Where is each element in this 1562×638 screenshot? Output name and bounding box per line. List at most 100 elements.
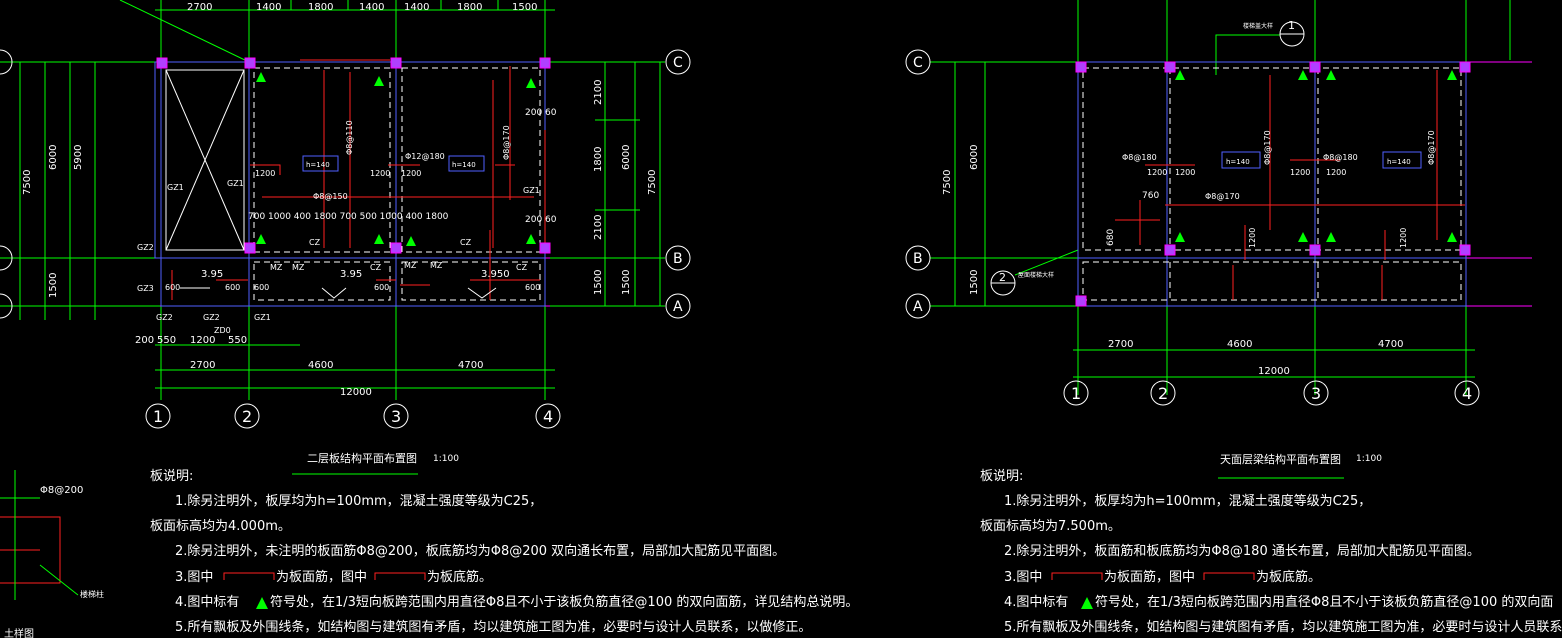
- callout-label: 屋面楼梯大样: [1018, 271, 1054, 279]
- column-label: GZ2: [137, 243, 154, 252]
- dim-small: 550: [157, 335, 176, 346]
- detail-label: 楼梯柱: [80, 589, 104, 599]
- callout-label: 楼梯盖大样: [1243, 22, 1273, 30]
- left-plan-text: 2700 1400 1800 1400 1400 1800 1500 2700 …: [4, 2, 683, 638]
- dim-label: 600: [374, 283, 389, 292]
- slab-thickness-box: [448, 155, 485, 172]
- axis-label: B: [913, 251, 923, 267]
- dim-label: 200 60: [525, 215, 557, 225]
- left-markers: [256, 72, 536, 246]
- axis-label: 2: [242, 407, 252, 426]
- svg-text:1500: 1500: [593, 270, 604, 295]
- dim-label: 1200: [1175, 168, 1195, 177]
- dim-bottom: 4600: [308, 360, 333, 371]
- detail-number: 1: [1288, 19, 1295, 32]
- right-note-3a: 3.图中: [1004, 570, 1043, 585]
- dim-label: 1200: [401, 169, 421, 178]
- dim-small: 200: [135, 335, 154, 346]
- svg-text:Φ8@110: Φ8@110: [345, 120, 354, 155]
- dim-label: 600: [254, 283, 269, 292]
- right-beams: [1077, 61, 1467, 307]
- left-detail-lead: [0, 470, 79, 600]
- left-note-1: 1.除另注明外，板厚均为h=100mm，混凝土强度等级为C25，: [175, 494, 543, 509]
- axis-label: 1: [153, 407, 163, 426]
- note-triangle-symbol: [256, 597, 268, 609]
- right-note-5: 5.所有飘板及外围线条，如结构图与建筑图有矛盾，均以建筑施工图为准，必要时与设计…: [1004, 620, 1562, 635]
- dim-small: 1200: [190, 335, 215, 346]
- right-plan-text: 2700 4600 4700 12000 1 2 3 4 C B A 1 2 楼…: [913, 19, 1472, 403]
- svg-text:1200: 1200: [1399, 228, 1408, 248]
- svg-text:6000: 6000: [969, 145, 980, 170]
- rebar-label: Φ8@170: [1205, 192, 1240, 201]
- svg-text:Φ8@170: Φ8@170: [1427, 130, 1436, 165]
- column-label: GZ1: [254, 313, 271, 322]
- dim-small: 550: [228, 335, 247, 346]
- door-label: MZ: [430, 261, 443, 270]
- left-columns: [156, 57, 551, 254]
- dim-label: 600: [525, 283, 540, 292]
- dim-label: 1200: [1147, 168, 1167, 177]
- svg-text:1500: 1500: [48, 273, 59, 298]
- left-plan-scale: 1:100: [433, 454, 459, 464]
- dim-label: 1200: [1290, 168, 1310, 177]
- svg-text:2100: 2100: [593, 215, 604, 240]
- dim-label: 600: [225, 283, 240, 292]
- column-label: ZD0: [214, 326, 231, 335]
- axis-label: C: [673, 55, 683, 71]
- dim-bottom: 4700: [458, 360, 483, 371]
- left-plan: [0, 0, 691, 600]
- left-note-1b: 板面标高均为4.000m。: [150, 519, 291, 534]
- door-label: MZ: [404, 261, 417, 270]
- right-note-3c: 为板底筋。: [1256, 570, 1322, 585]
- right-plan-title: 天面层梁结构平面布置图: [1220, 453, 1341, 466]
- window-label: CZ: [460, 238, 472, 247]
- left-rebars: [171, 59, 546, 300]
- elevation: 3.95: [201, 269, 223, 280]
- left-plan-title: 二层板结构平面布置图: [307, 452, 417, 465]
- axis-label: 4: [1462, 384, 1472, 403]
- right-note-3b: 为板面筋，图中: [1104, 570, 1196, 585]
- mid-dims: 700 1000 400 1800 700 500 1000 400 1800: [248, 212, 449, 222]
- axis-label: 2: [1158, 384, 1168, 403]
- axis-label: 3: [1311, 384, 1321, 403]
- svg-text:5900: 5900: [73, 145, 84, 170]
- dim-total: 12000: [1258, 366, 1290, 377]
- dim-top: 1800: [457, 2, 482, 13]
- axis-label: B: [673, 251, 683, 267]
- right-plan-scale: 1:100: [1356, 454, 1382, 464]
- right-note-2: 2.除另注明外，板面筋和板底筋均为Φ8@180 通长布置，局部加大配筋见平面图。: [1004, 544, 1480, 559]
- slab-thickness-box: [1221, 151, 1261, 169]
- svg-text:1500: 1500: [969, 270, 980, 295]
- window-label: CZ: [516, 263, 528, 272]
- svg-text:1200: 1200: [1248, 228, 1257, 248]
- dim-top: 1400: [404, 2, 429, 13]
- dim-top: 1400: [359, 2, 384, 13]
- dim-label: 1200: [1326, 168, 1346, 177]
- left-notes-heading: 板说明:: [150, 469, 194, 484]
- right-plan: [905, 0, 1532, 406]
- dim-label: 1200: [255, 169, 275, 178]
- right-notes-heading: 板说明:: [980, 469, 1024, 484]
- axis-label: 1: [1071, 384, 1081, 403]
- left-note-3c: 为板底筋。: [427, 570, 493, 585]
- dim-label: 760: [1142, 191, 1159, 201]
- left-note-3b: 为板面筋，图中: [276, 570, 368, 585]
- stair-cross: [165, 69, 245, 251]
- right-markers: [1175, 70, 1457, 242]
- column-label: GZ3: [137, 284, 154, 293]
- left-slab-outline: [253, 67, 541, 301]
- svg-text:1500: 1500: [621, 270, 632, 295]
- svg-text:6000: 6000: [48, 145, 59, 170]
- right-columns: [1075, 61, 1471, 307]
- left-vertical-dims: 7500 6000 5900 1500 2100 1800 2100 6000 …: [22, 80, 658, 298]
- rebar-label: Φ8@180: [1323, 153, 1358, 162]
- elevation: 3.95: [340, 269, 362, 280]
- elevation: 3.950: [481, 269, 510, 280]
- slab-thickness: h=140: [1387, 158, 1411, 166]
- right-vertical-dims: 7500 6000 1500 680 1200 1200 Φ8@170 Φ8@1…: [942, 130, 1436, 295]
- svg-text:Φ8@170: Φ8@170: [1263, 130, 1272, 165]
- right-axis-bubbles: [905, 21, 1480, 406]
- dim-bottom: 2700: [1108, 339, 1133, 350]
